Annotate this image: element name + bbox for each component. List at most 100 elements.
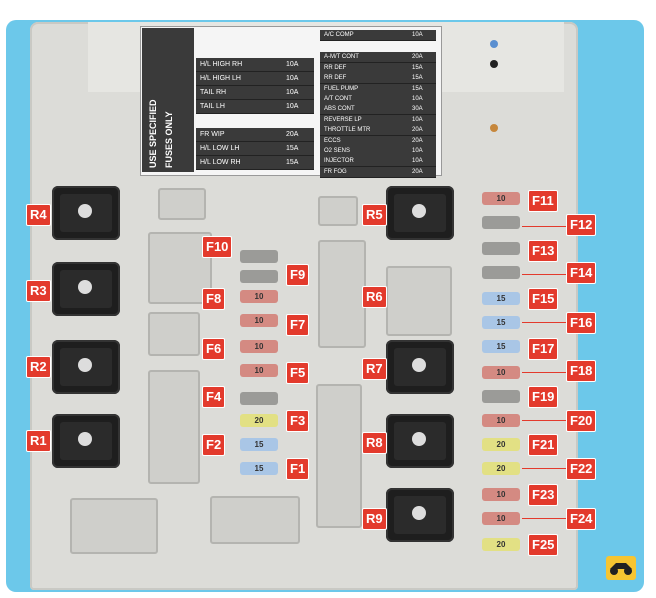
tag-f17: F17: [528, 338, 559, 360]
tag-f12: F12: [566, 214, 597, 236]
tag-f10: F10: [202, 236, 233, 258]
fuse-f6: 10: [240, 340, 278, 353]
relay-r9: [386, 488, 454, 542]
relay-r7: [386, 340, 454, 394]
fuse-f18: 10: [482, 366, 520, 379]
relay-logo-icon: [78, 280, 92, 294]
label-row-amp: 10A: [412, 158, 423, 165]
tag-f15: F15: [528, 288, 559, 310]
connector-f2: [148, 370, 200, 484]
relay-r5: [386, 186, 454, 240]
tag-r4: R4: [26, 204, 51, 226]
label-side-text-1: USE SPECIFIED: [148, 99, 158, 168]
label-row-amp: 10A: [286, 103, 299, 110]
connector-bottom-left: [70, 498, 158, 554]
label-row-amp: 10A: [412, 116, 423, 123]
tag-f9: F9: [286, 264, 310, 286]
fuse-f12: [482, 216, 520, 229]
label-row-amp: 10A: [412, 96, 423, 102]
fuse-f16: 15: [482, 316, 520, 329]
label-row-name: ECCS: [324, 137, 341, 144]
leader-f20: [522, 420, 566, 421]
label-row-name: H/L HIGH LH: [200, 75, 241, 82]
label-row-amp: 15A: [412, 85, 423, 92]
relay-logo-icon: [412, 432, 426, 446]
fuse-f17: 15: [482, 340, 520, 353]
label-row-name: A/C COMP: [324, 32, 354, 38]
tag-f14: F14: [566, 262, 597, 284]
label-row-name: A/T CONT: [324, 96, 352, 102]
relay-socket-r6-b: [386, 266, 452, 336]
label-row-name: TAIL RH: [200, 89, 227, 96]
leader-f16: [522, 322, 566, 323]
label-row-name: H/L HIGH RH: [200, 61, 243, 68]
connector-top-left: [158, 188, 206, 220]
tag-r8: R8: [362, 432, 387, 454]
connector-bottom: [210, 496, 300, 544]
indicator-dot-black: [490, 60, 498, 68]
relay-logo-icon: [412, 506, 426, 520]
tag-r7: R7: [362, 358, 387, 380]
leader-f22: [522, 468, 566, 469]
indicator-dot-blue: [490, 40, 498, 48]
leader-f14: [522, 274, 566, 275]
fuse-f25: 20: [482, 538, 520, 551]
relay-logo-icon: [78, 432, 92, 446]
leader-f24: [522, 518, 566, 519]
label-row-amp: 20A: [412, 168, 423, 175]
fuse-f14: [482, 266, 520, 279]
label-row-amp: 15A: [412, 75, 423, 82]
fuse-f1: 15: [240, 462, 278, 475]
fuse-f5: 10: [240, 364, 278, 377]
fuse-f7: 10: [240, 314, 278, 327]
label-row-right: RR DEF 15A: [320, 73, 436, 85]
tag-f22: F22: [566, 458, 597, 480]
fuse-f20: 10: [482, 414, 520, 427]
tag-f16: F16: [566, 312, 597, 334]
tag-r5: R5: [362, 204, 387, 226]
tag-f25: F25: [528, 534, 559, 556]
label-row-name: RR DEF: [324, 75, 347, 82]
relay-r3: [52, 262, 120, 316]
relay-logo-icon: [78, 204, 92, 218]
tag-r3: R3: [26, 280, 51, 302]
relay-r8: [386, 414, 454, 468]
label-row-amp: 20A: [286, 131, 299, 138]
tag-r6: R6: [362, 286, 387, 308]
label-row-right: A/T CONT 10A: [320, 94, 436, 105]
indicator-dot-orange: [490, 124, 498, 132]
tag-f20: F20: [566, 410, 597, 432]
fuse-f3: 20: [240, 414, 278, 427]
fuse-f8: 10: [240, 290, 278, 303]
label-row-name: RR DEF: [324, 64, 347, 71]
tag-f2: F2: [202, 434, 226, 456]
relay-r4: [52, 186, 120, 240]
relay-logo-icon: [412, 204, 426, 218]
fuse-f13: [482, 242, 520, 255]
tag-f3: F3: [286, 410, 310, 432]
label-row-amp: 10A: [286, 75, 299, 82]
tag-f11: F11: [528, 190, 558, 212]
tag-f13: F13: [528, 240, 559, 262]
label-row-name: THROTTLE MTR: [324, 127, 371, 134]
tag-f1: F1: [286, 458, 310, 480]
relay-socket-r6: [318, 240, 366, 348]
leader-f18: [522, 372, 566, 373]
relay-r1: [52, 414, 120, 468]
relay-socket-f6: [148, 312, 200, 356]
tag-f21: F21: [528, 434, 559, 456]
fuse-f2: 15: [240, 438, 278, 451]
tag-f19: F19: [528, 386, 559, 408]
label-row-name: FR WIP: [200, 131, 225, 138]
label-row-name: A-M/T CONT: [324, 54, 359, 61]
relay-socket-f8: [148, 232, 212, 304]
label-row-amp: 15A: [412, 64, 423, 71]
